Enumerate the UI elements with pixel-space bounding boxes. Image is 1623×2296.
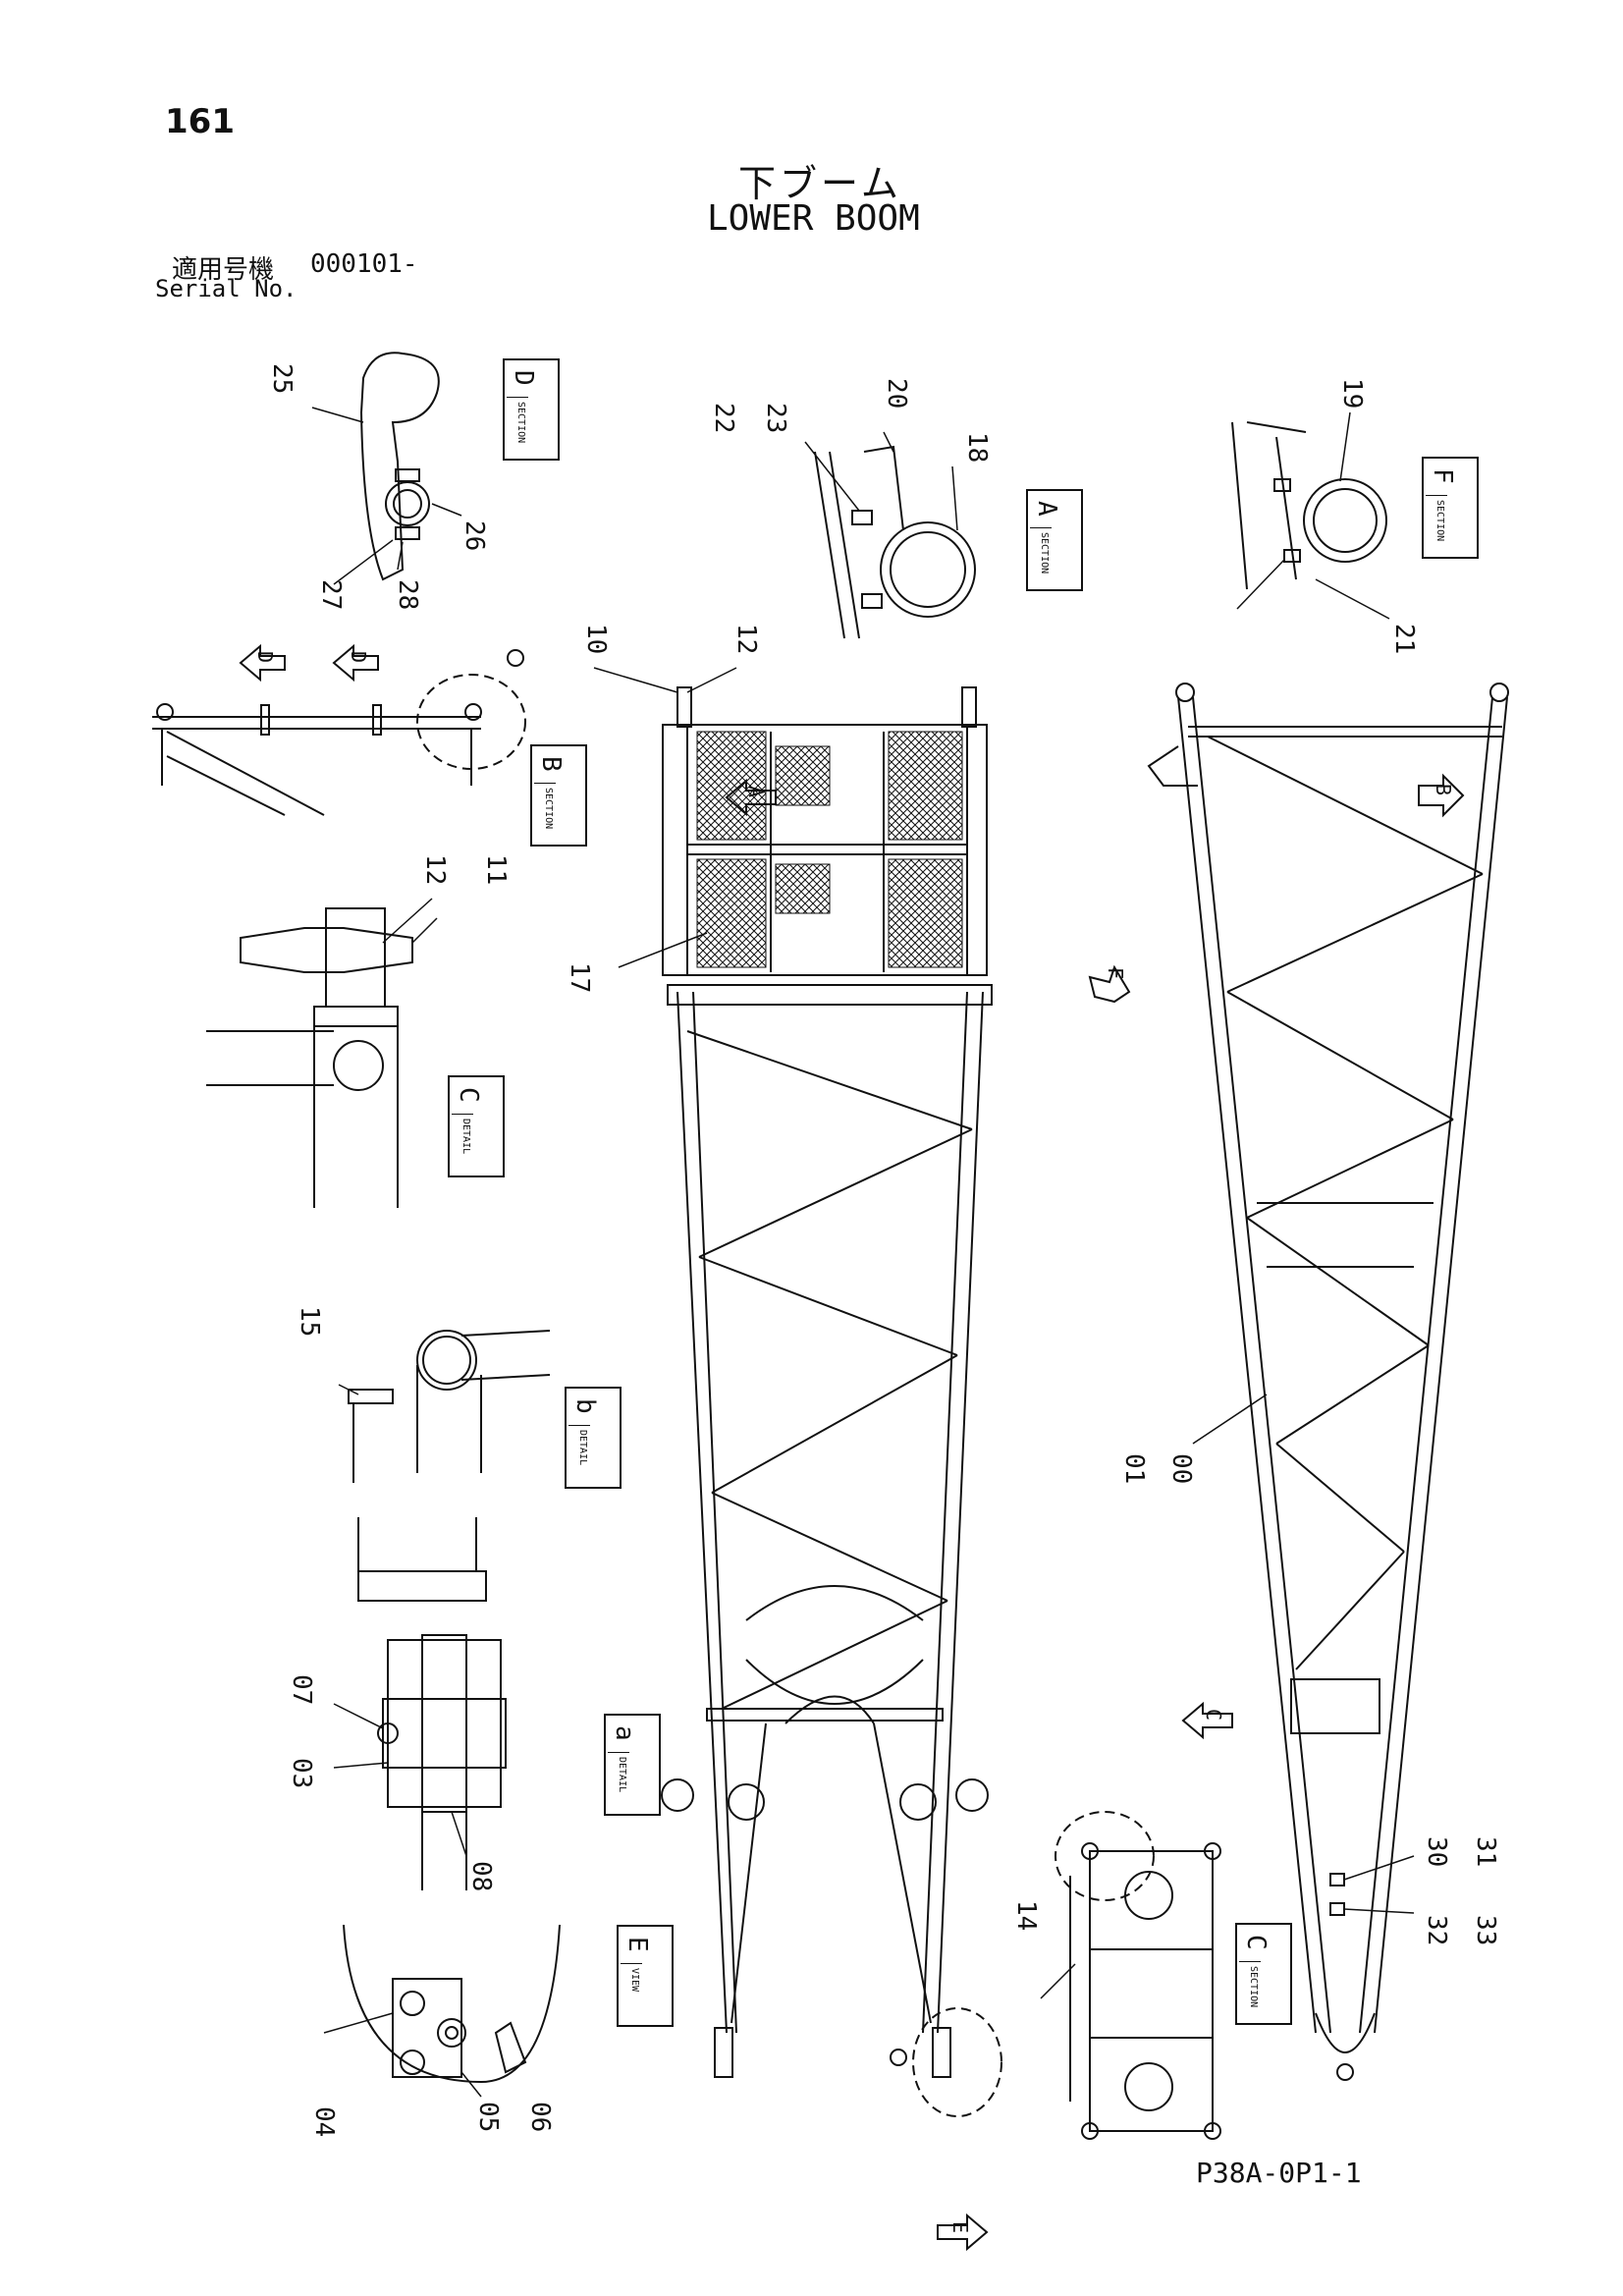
detail-b-badge: b DETAIL	[565, 1387, 622, 1489]
section-d-badge: D SECTION	[503, 358, 560, 461]
part-label-21: 21	[1389, 624, 1419, 655]
section-a-drawing	[814, 445, 976, 639]
detail-c-drawing	[206, 907, 413, 1208]
part-label-14: 14	[1011, 1900, 1041, 1932]
arrow-label-b: B	[1432, 784, 1455, 796]
part-label-10: 10	[581, 624, 611, 655]
detail-e-callout	[912, 2007, 1002, 2117]
serial-label-japanese: 適用号機	[172, 255, 275, 285]
view-e-drawing	[343, 1924, 561, 2084]
section-f-drawing	[1231, 421, 1387, 590]
part-label-08: 08	[466, 1861, 496, 1892]
title-english: LOWER BOOM	[707, 198, 920, 239]
part-label-01: 01	[1119, 1453, 1149, 1485]
part-label-30: 30	[1422, 1836, 1451, 1868]
part-label-23: 23	[761, 403, 790, 434]
part-label-25: 25	[267, 363, 297, 395]
part-label-12: 12	[731, 624, 761, 655]
arrow-label-d1: D	[253, 651, 277, 664]
part-label-11: 11	[481, 854, 511, 886]
part-label-33: 33	[1471, 1915, 1500, 1946]
section-f-badge: F SECTION	[1422, 457, 1479, 559]
leader-lines	[311, 407, 1415, 2098]
part-label-06: 06	[525, 2102, 555, 2133]
part-label-07: 07	[287, 1674, 316, 1706]
section-b-drawing	[152, 649, 526, 816]
arrow-label-d2: D	[347, 651, 370, 664]
part-label-19: 19	[1337, 378, 1367, 410]
arrow-label-e: E	[948, 2221, 972, 2234]
view-e-badge: E VIEW	[617, 1925, 674, 2027]
part-label-32: 32	[1422, 1915, 1451, 1946]
part-label-18: 18	[962, 432, 992, 464]
arrow-label-c: C	[1202, 1709, 1225, 1722]
serial-value: 000101-	[310, 249, 418, 279]
arrow-label-f: F	[1104, 967, 1127, 980]
detail-b-drawing	[348, 1330, 551, 1483]
detail-a-drawing	[357, 1517, 507, 1890]
part-label-20: 20	[882, 378, 911, 410]
platform-mesh	[696, 731, 963, 968]
document-code: P38A-0P1-1	[1196, 2157, 1362, 2189]
part-label-27: 27	[316, 579, 346, 611]
part-label-28: 28	[393, 579, 422, 611]
part-label-00: 00	[1166, 1453, 1196, 1485]
page-number: 161	[165, 102, 235, 141]
part-label-26: 26	[460, 520, 489, 552]
part-label-04: 04	[309, 2106, 339, 2138]
section-c-badge: C SECTION	[1235, 1923, 1292, 2025]
detail-a-badge: a DETAIL	[604, 1714, 661, 1816]
serial-label-english: Serial No.	[155, 275, 298, 302]
arrow-label-a: A	[744, 786, 768, 798]
part-label-17: 17	[565, 962, 594, 994]
part-label-12-detail: 12	[420, 854, 450, 886]
part-label-22: 22	[709, 403, 738, 434]
detail-c-badge: C DETAIL	[448, 1075, 505, 1177]
boom-side-view	[1147, 683, 1509, 2081]
part-label-03: 03	[287, 1758, 316, 1789]
part-label-31: 31	[1471, 1836, 1500, 1868]
section-d-drawing	[359, 352, 440, 581]
title-japanese: 下ブーム	[738, 162, 902, 205]
section-b-badge: B SECTION	[530, 744, 587, 847]
boom-top-view	[661, 686, 993, 2078]
part-label-05: 05	[473, 2102, 503, 2133]
section-c-drawing	[1055, 1811, 1221, 2140]
section-a-badge: A SECTION	[1026, 489, 1083, 591]
part-label-15: 15	[295, 1306, 324, 1338]
